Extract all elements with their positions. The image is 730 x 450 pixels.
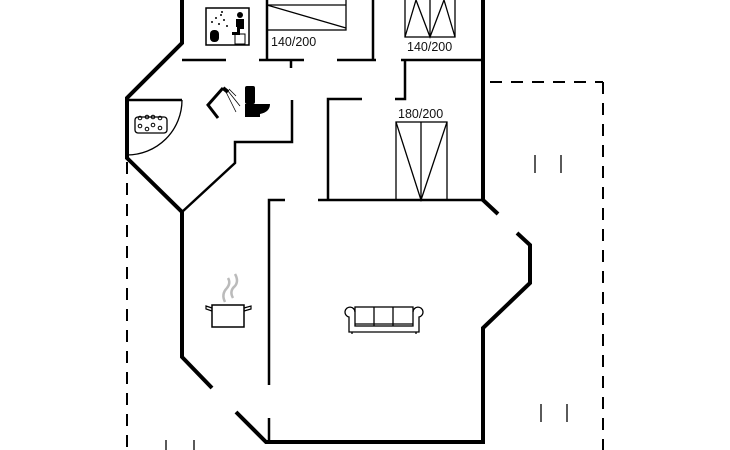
shower-icon [206, 86, 241, 119]
bed-size-label: 180/200 [398, 107, 443, 121]
jacuzzi-icon [134, 114, 168, 134]
bed-size-label: 140/200 [271, 35, 316, 49]
sofa-icon [344, 306, 424, 334]
bed-bedroom-2: 140/200 [404, 0, 456, 54]
bed-bedroom-1: 140/200 [266, 0, 347, 49]
bed-size-label: 140/200 [407, 40, 452, 54]
terrace-outline [126, 81, 604, 450]
toilet-icon [245, 86, 270, 117]
interior-walls [126, 0, 483, 442]
sauna-icon [205, 7, 250, 46]
cooking-pot-icon [205, 273, 252, 328]
exterior-walls [125, 0, 532, 444]
bed-bedroom-3: 180/200 [395, 107, 448, 203]
